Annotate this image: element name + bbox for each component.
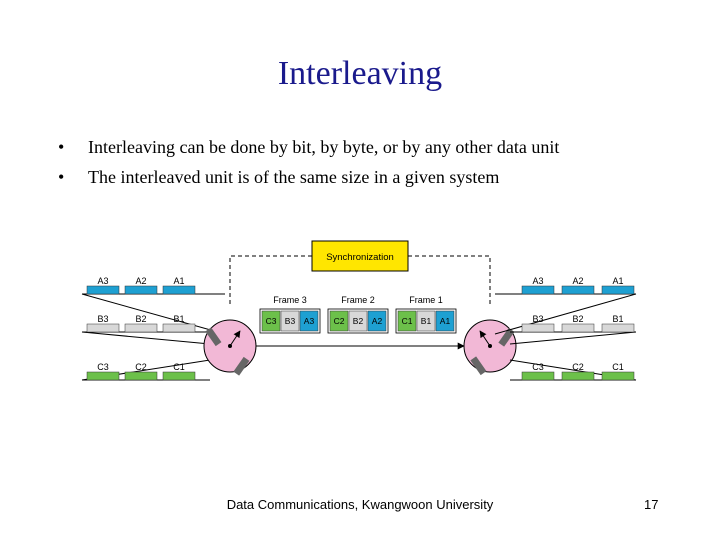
unit-label: A2 xyxy=(135,276,146,286)
demux-switch xyxy=(463,319,517,376)
unit-block xyxy=(601,371,635,381)
bullet-text: Interleaving can be done by bit, by byte… xyxy=(88,137,560,157)
frame-label: Frame 3 xyxy=(273,295,307,305)
unit-block xyxy=(86,371,120,381)
unit-block xyxy=(162,285,196,295)
unit-label: C2 xyxy=(135,362,147,372)
unit-label: B1 xyxy=(421,316,432,326)
left-lines: A3 A2 A1 B3 B2 B1 C3 C2 C1 xyxy=(81,276,226,381)
unit-label: B1 xyxy=(173,314,184,324)
synchronization-box: Synchronization xyxy=(311,240,409,272)
slide-footer: Data Communications, Kwangwoon Universit… xyxy=(226,497,494,512)
unit-label: A1 xyxy=(440,316,451,326)
unit-block xyxy=(416,310,436,332)
unit-block xyxy=(435,310,455,332)
unit-label: A2 xyxy=(372,316,383,326)
unit-block xyxy=(521,323,555,333)
unit-label: C3 xyxy=(532,362,544,372)
unit-block xyxy=(521,371,555,381)
bullet-item: • The interleaved unit is of the same siz… xyxy=(58,162,559,192)
unit-block xyxy=(601,285,635,295)
unit-block xyxy=(162,371,196,381)
unit-block xyxy=(521,285,555,295)
frame-label: Frame 2 xyxy=(341,295,375,305)
unit-label: A1 xyxy=(612,276,623,286)
sync-label: Synchronization xyxy=(326,252,394,263)
unit-block xyxy=(367,310,387,332)
unit-label: C2 xyxy=(334,316,345,326)
unit-label: B3 xyxy=(285,316,296,326)
unit-block xyxy=(561,285,595,295)
diagram-canvas: Synchronization A3 A2 A1 B3 B2 B1 xyxy=(81,240,637,381)
unit-label: A3 xyxy=(532,276,543,286)
unit-block xyxy=(86,323,120,333)
unit-block xyxy=(348,310,368,332)
frame-2: Frame 2 C2 B2 A2 xyxy=(327,295,389,334)
unit-block xyxy=(162,323,196,333)
unit-block xyxy=(397,310,417,332)
unit-block xyxy=(86,285,120,295)
unit-block xyxy=(124,285,158,295)
unit-block xyxy=(601,323,635,333)
unit-label: C1 xyxy=(402,316,413,326)
bullet-marker: • xyxy=(58,137,65,157)
unit-label: C3 xyxy=(266,316,277,326)
unit-label: B1 xyxy=(612,314,623,324)
slide-title: Interleaving xyxy=(277,55,443,92)
frame-label: Frame 1 xyxy=(409,295,443,305)
frame-1: Frame 1 C1 B1 A1 xyxy=(395,295,457,334)
unit-label: B2 xyxy=(353,316,364,326)
unit-label: B2 xyxy=(572,314,583,324)
unit-block xyxy=(280,310,300,332)
bullet-marker: • xyxy=(58,167,65,187)
right-lines: A3 A2 A1 B3 B2 B1 C3 C2 C1 xyxy=(494,276,637,381)
frame-3: Frame 3 C3 B3 A3 xyxy=(259,295,321,334)
unit-label: C3 xyxy=(97,362,109,372)
unit-label: B3 xyxy=(532,314,543,324)
bullet-item: • Interleaving can be done by bit, by byt… xyxy=(58,132,559,162)
unit-label: A3 xyxy=(97,276,108,286)
unit-block xyxy=(124,371,158,381)
bullet-text: The interleaved unit is of the same size… xyxy=(88,167,500,187)
unit-block xyxy=(329,310,349,332)
unit-label: C2 xyxy=(572,362,584,372)
sync-path xyxy=(229,255,491,306)
unit-label: A3 xyxy=(304,316,315,326)
page-number: 17 xyxy=(644,497,659,512)
unit-block xyxy=(299,310,319,332)
unit-block xyxy=(561,371,595,381)
interleaving-diagram: Synchronization A3 A2 A1 B3 B2 B1 xyxy=(80,236,640,396)
unit-block xyxy=(561,323,595,333)
mux-switch xyxy=(203,319,257,376)
unit-block xyxy=(124,323,158,333)
unit-label: C1 xyxy=(612,362,624,372)
unit-label: B2 xyxy=(135,314,146,324)
unit-label: A2 xyxy=(572,276,583,286)
unit-label: C1 xyxy=(173,362,185,372)
unit-label: B3 xyxy=(97,314,108,324)
bullet-list: • Interleaving can be done by bit, by byt… xyxy=(58,132,559,192)
unit-label: A1 xyxy=(173,276,184,286)
unit-block xyxy=(261,310,281,332)
